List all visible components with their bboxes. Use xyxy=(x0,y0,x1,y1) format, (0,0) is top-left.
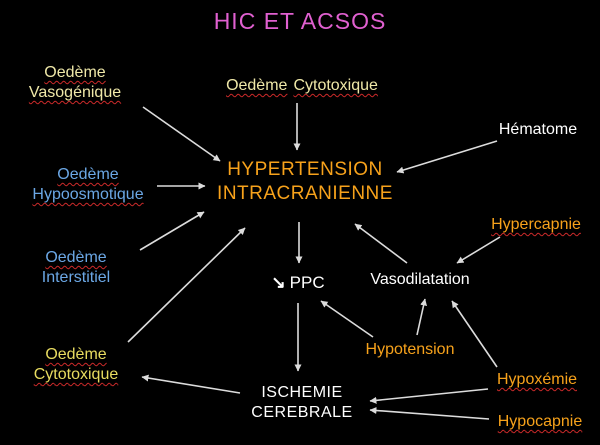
arrow-ischemie-to-cytotoxique-bottom xyxy=(141,374,241,394)
arrow-hypocapnie-to-ischemie xyxy=(369,407,490,420)
node-ischemie-line2: CEREBRALE xyxy=(251,404,353,421)
arrow-vasogenique-to-htic xyxy=(142,106,221,162)
decrease-arrow-icon: ↘ xyxy=(271,273,286,292)
node-oedeme-cytotoxique-bottom: Oedème Cytotoxique xyxy=(34,345,119,385)
arrow-cytotoxique-bottom-to-htic xyxy=(127,227,246,343)
node-hypoxemie: Hypoxémie xyxy=(497,370,577,390)
node-ppc-decrease: ↘PPC xyxy=(271,272,324,293)
node-hypotension-label: Hypotension xyxy=(365,341,455,358)
node-hypotension: Hypotension xyxy=(366,340,455,360)
arrow-hypotension-to-ppc xyxy=(320,300,374,338)
arrow-interstitiel-to-htic xyxy=(139,211,205,251)
node-oedeme-cytotoxique-bottom-line2: Cytotoxique xyxy=(33,366,119,383)
node-oedeme-vasogenique: Oedème Vasogénique xyxy=(29,63,121,103)
node-oedeme-interstitiel: Oedème Interstitiel xyxy=(42,248,110,288)
node-htic-line2: INTRACRANIENNE xyxy=(217,182,393,204)
node-oedeme-cytotoxique-top-word2: Cytotoxique xyxy=(293,77,378,94)
arrow-hypoxemie-to-vasodilatation xyxy=(451,300,498,368)
node-hypertension-intracranienne: HYPERTENSION INTRACRANIENNE xyxy=(217,158,393,206)
arrow-hematome-to-htic xyxy=(396,140,498,174)
node-hypocapnie-label: Hypocapnie xyxy=(497,413,583,430)
node-hypocapnie: Hypocapnie xyxy=(498,412,583,432)
arrow-vasodilatation-to-htic xyxy=(354,223,408,264)
node-oedeme-hypoosmotique-line2: Hypoosmotique xyxy=(32,186,144,203)
arrow-hypercapnie-to-vasodilatation xyxy=(456,236,501,264)
node-oedeme-hypoosmotique: Oedème Hypoosmotique xyxy=(32,165,143,205)
node-vasodilatation-label: Vasodilatation xyxy=(370,271,470,288)
node-oedeme-cytotoxique-top-word1: Oedème xyxy=(226,77,288,94)
node-hypercapnie-label: Hypercapnie xyxy=(491,216,581,233)
node-htic-line1: HYPERTENSION xyxy=(227,159,383,180)
arrow-hypotension-to-vasodilatation xyxy=(416,298,428,336)
node-hematome: Hématome xyxy=(499,120,577,140)
node-oedeme-cytotoxique-top: Oedème Cytotoxique xyxy=(226,76,378,96)
node-oedeme-cytotoxique-bottom-line1: Oedème xyxy=(45,346,107,363)
node-ischemie-cerebrale: ISCHEMIE CEREBRALE xyxy=(251,383,352,423)
node-oedeme-vasogenique-line1: Oedème xyxy=(44,64,106,81)
node-oedeme-interstitiel-line1: Oedème xyxy=(45,249,107,266)
node-hematome-label: Hématome xyxy=(498,121,578,138)
diagram-title: HIC ET ACSOS xyxy=(213,8,387,34)
node-ppc-label: PPC xyxy=(289,273,325,292)
node-hypercapnie: Hypercapnie xyxy=(491,215,581,235)
node-oedeme-vasogenique-line2: Vasogénique xyxy=(28,84,122,101)
node-oedeme-hypoosmotique-line1: Oedème xyxy=(57,166,119,183)
arrow-hypoxemie-to-ischemie xyxy=(369,388,489,404)
node-ischemie-line1: ISCHEMIE xyxy=(261,384,343,401)
node-oedeme-interstitiel-line2: Interstitiel xyxy=(41,269,111,286)
node-hypoxemie-label: Hypoxémie xyxy=(496,371,578,388)
node-vasodilatation: Vasodilatation xyxy=(370,270,469,290)
